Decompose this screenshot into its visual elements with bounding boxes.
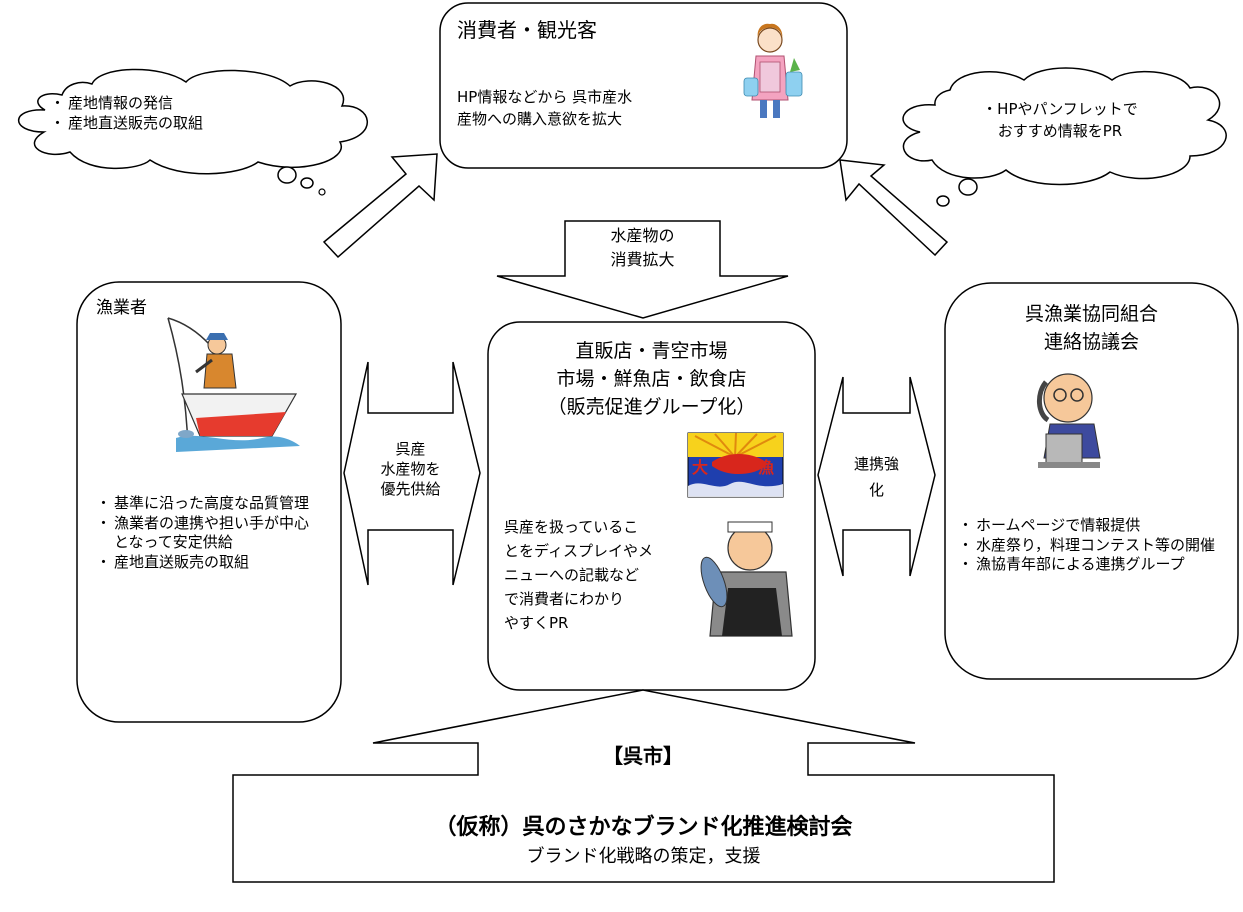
coop-title-line2: 連絡協議会 <box>1043 331 1139 353</box>
coop-box <box>944 282 1239 680</box>
shop-title-line1: 直販店・青空市場 <box>575 340 728 362</box>
shop-body-line5: やすくPR <box>504 614 569 632</box>
fisher-title: 漁業者 <box>96 298 147 318</box>
arrow-supply-line2: 水産物を <box>380 460 441 478</box>
arrow-consumption-line1: 水産物の <box>610 226 675 245</box>
bubble-right-line1: ・HPやパンフレットで <box>982 100 1138 118</box>
shop-body-line3: ニューへの記載など <box>504 566 640 584</box>
fishmonger-illustration <box>700 521 793 637</box>
fisher-item: 基準に沿った高度な品質管理 <box>96 494 323 514</box>
consumer-box <box>439 2 848 169</box>
consumer-text-line2: 産物への購入意欲を拡大 <box>457 110 623 128</box>
thought-dot-4 <box>958 178 978 196</box>
arrow-fisher-to-consumer-shape <box>322 153 438 259</box>
coop-item: 漁協青年部による連携グループ <box>958 555 1225 575</box>
shop-title-line2: 市場・鮮魚店・飲食店 <box>556 368 747 390</box>
arrow-supply <box>343 361 481 586</box>
bubble-left-list: 産地情報の発信 産地直送販売の取組 <box>50 94 203 134</box>
bubble-left-item: 産地直送販売の取組 <box>50 114 203 134</box>
arrow-coop-to-consumer <box>839 159 949 257</box>
thought-dot-1 <box>277 166 297 184</box>
shopper-woman-illustration <box>743 23 803 118</box>
shop-body-line1: 呉産を扱っているこ <box>504 518 639 536</box>
coop-item: 水産祭り，料理コンテスト等の開催 <box>958 536 1225 556</box>
shop-body-line2: とをディスプレイやメ <box>504 542 653 560</box>
tairyo-flag-illustration <box>687 432 784 498</box>
bubble-right-line2: おすすめ情報をPR <box>997 122 1123 140</box>
city-council-title: （仮称）呉のさかなブランド化推進検討会 <box>434 815 853 840</box>
thought-dot-5 <box>936 195 950 207</box>
coop-item: ホームページで情報提供 <box>958 516 1225 536</box>
fisher-list: 基準に沿った高度な品質管理 漁業者の連携や担い手が中心となって安定供給 産地直送… <box>96 494 323 573</box>
arrow-supply-line3: 優先供給 <box>380 480 441 498</box>
arrow-cooperation <box>817 376 936 577</box>
bubble-left-item: 産地情報の発信 <box>50 94 203 114</box>
city-label: 【呉市】 <box>603 744 683 768</box>
city-council-subtitle: ブランド化戦略の策定，支援 <box>526 846 761 867</box>
arrow-consumption-line2: 消費拡大 <box>610 250 675 269</box>
consumer-title: 消費者・観光客 <box>457 18 597 42</box>
arrow-consumption <box>496 220 789 319</box>
coop-title-line1: 呉漁業協同組合 <box>1024 303 1158 325</box>
consumer-text-line1: HP情報などから 呉市産水 <box>457 88 633 106</box>
thought-bubble-right <box>902 67 1227 186</box>
shop-title-line3: （販売促進グループ化） <box>547 396 756 418</box>
telephone-man-illustration <box>1037 373 1101 468</box>
arrow-supply-line1: 呉産 <box>395 440 426 458</box>
fisher-item: 産地直送販売の取組 <box>96 553 323 573</box>
shop-body-line4: で消費者にわかり <box>504 590 625 608</box>
flag-text-ryo: 漁 <box>758 458 775 477</box>
arrow-city-support <box>232 689 1055 883</box>
thought-dot-2 <box>300 177 314 189</box>
thought-dot-3 <box>318 188 326 196</box>
fisher-item: 漁業者の連携や担い手が中心となって安定供給 <box>96 514 323 553</box>
flag-text-tai: 大 <box>692 458 709 477</box>
fisherman-boat-illustration <box>167 317 300 452</box>
arrow-cooperation-line1: 連携強 <box>853 455 899 473</box>
coop-list: ホームページで情報提供 水産祭り，料理コンテスト等の開催 漁協青年部による連携グ… <box>958 516 1225 575</box>
arrow-cooperation-line2: 化 <box>868 481 884 499</box>
